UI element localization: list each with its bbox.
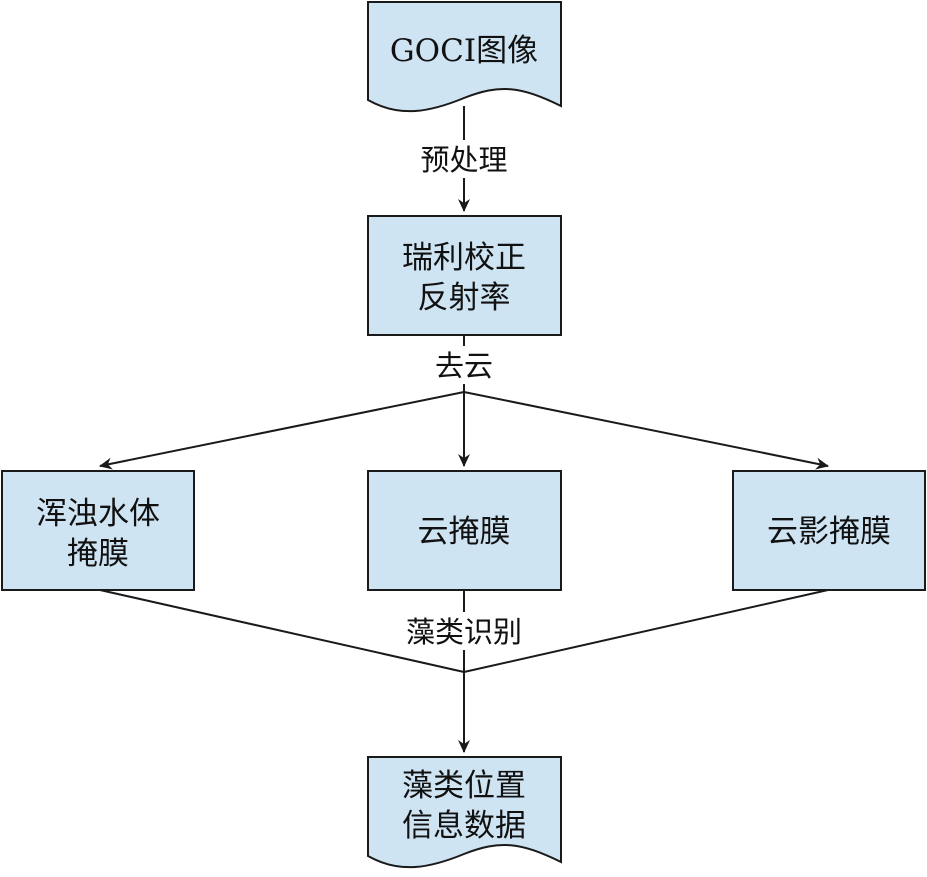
node-turbid-mask: 浑浊水体 掩膜 <box>1 470 195 591</box>
node-output-line1: 藻类位置 <box>402 768 526 804</box>
edge-branch-to-turbid <box>99 391 465 470</box>
node-goci-image: GOCI图像 <box>367 1 562 113</box>
node-rayleigh-line2: 反射率 <box>418 280 511 316</box>
edge-label-decloud: 去云 <box>435 349 493 383</box>
node-algae-output: 藻类位置 信息数据 <box>367 756 562 869</box>
edge-label-preprocess: 预处理 <box>420 143 507 177</box>
node-cloud-shadow-mask: 云影掩膜 <box>732 470 926 591</box>
node-output-line2: 信息数据 <box>402 808 526 844</box>
edge-shadow-to-merge <box>463 589 829 673</box>
node-cloud-label: 云掩膜 <box>418 514 511 550</box>
node-goci-label: GOCI图像 <box>390 33 538 69</box>
node-shadow-label: 云影掩膜 <box>767 514 891 550</box>
edge-turbid-to-merge <box>99 589 465 673</box>
node-turbid-line1: 浑浊水体 <box>36 496 160 532</box>
node-rayleigh-line1: 瑞利校正 <box>402 240 526 276</box>
edge-label-identify: 藻类识别 <box>406 615 522 649</box>
edge-branch-to-shadow <box>463 391 829 470</box>
node-cloud-mask: 云掩膜 <box>367 470 562 591</box>
node-turbid-line2: 掩膜 <box>67 536 129 572</box>
node-rayleigh: 瑞利校正 反射率 <box>367 215 562 336</box>
